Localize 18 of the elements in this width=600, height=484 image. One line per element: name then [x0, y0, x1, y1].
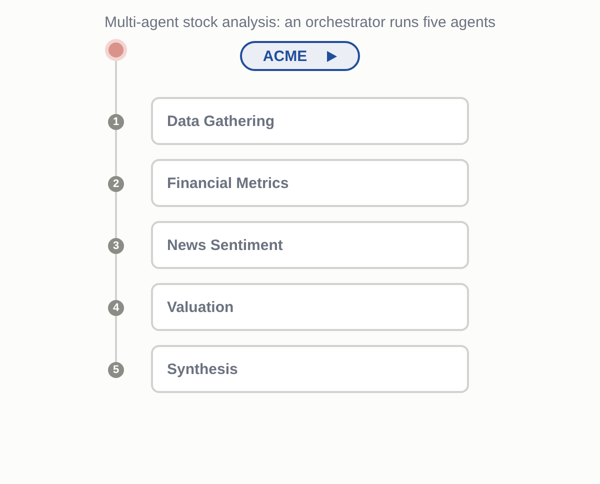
step-number: 2 [108, 176, 124, 192]
agent-box: Financial Metrics [151, 159, 469, 207]
ticker-button: ACME [240, 41, 360, 71]
step-number: 3 [108, 238, 124, 254]
agent-box: Data Gathering [151, 97, 469, 145]
agent-box: News Sentiment [151, 221, 469, 269]
connector-line [115, 130, 117, 176]
agent-box: Valuation [151, 283, 469, 331]
timeline-dot-icon [105, 39, 127, 61]
connector-line [115, 254, 117, 300]
step-number: 5 [108, 362, 124, 378]
step-number: 1 [108, 114, 124, 130]
connector-line [115, 61, 117, 114]
connector-line [115, 316, 117, 362]
agent-box: Synthesis [151, 345, 469, 393]
diagram-title: Multi-agent stock analysis: an orchestrator runs five agents [104, 14, 496, 31]
step-number: 4 [108, 300, 124, 316]
connector-line [115, 192, 117, 238]
